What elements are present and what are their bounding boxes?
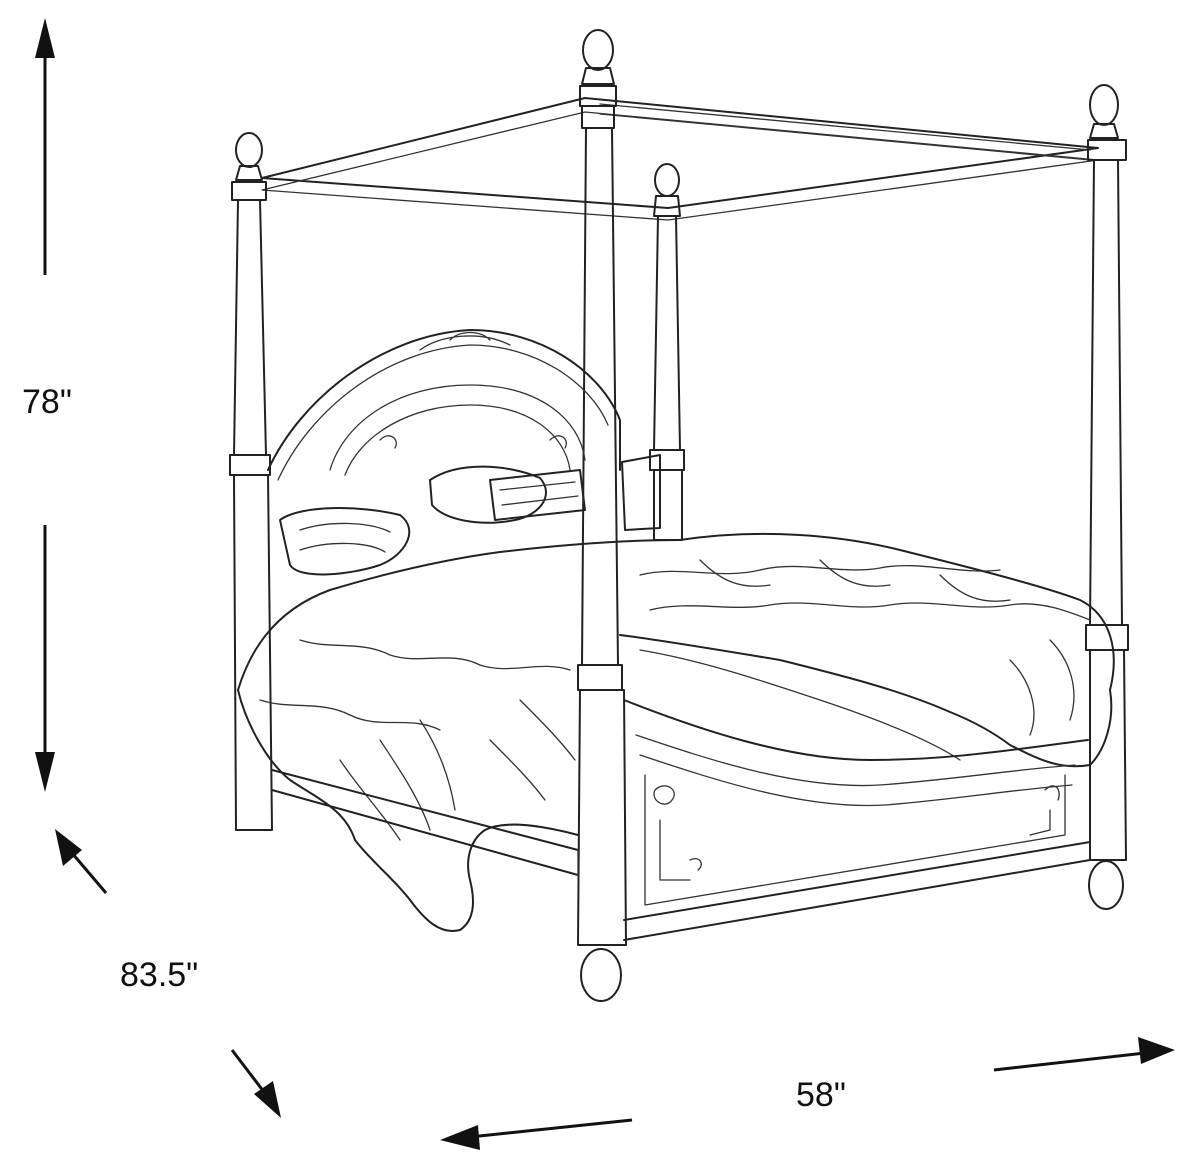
pillows xyxy=(279,454,661,576)
front-right-post xyxy=(1085,84,1129,910)
width-arrow-left xyxy=(469,1118,633,1139)
depth-arrowhead-front xyxy=(254,1081,281,1118)
side-rail xyxy=(271,769,579,876)
width-arrow-right xyxy=(993,1051,1146,1072)
height-arrows xyxy=(35,18,55,792)
depth-arrows xyxy=(55,829,281,1118)
depth-arrow-front xyxy=(230,1049,266,1093)
width-arrows xyxy=(440,1037,1175,1150)
width-arrowhead-right xyxy=(1138,1037,1175,1064)
depth-arrow-back xyxy=(70,852,108,894)
width-dimension-label: 58" xyxy=(796,1076,846,1114)
height-dimension-label: 78" xyxy=(22,383,72,421)
height-arrowhead-down xyxy=(35,752,55,792)
front-left-post xyxy=(577,29,627,1002)
comforter xyxy=(237,532,1115,932)
depth-arrowhead-back xyxy=(55,829,82,866)
height-arrowhead-up xyxy=(35,18,55,58)
canopy-frame xyxy=(261,97,1099,221)
footboard xyxy=(623,699,1091,941)
depth-dimension-label: 83.5" xyxy=(120,956,199,994)
back-left-post xyxy=(229,132,273,831)
headboard xyxy=(267,329,621,481)
width-arrowhead-left xyxy=(440,1125,480,1150)
